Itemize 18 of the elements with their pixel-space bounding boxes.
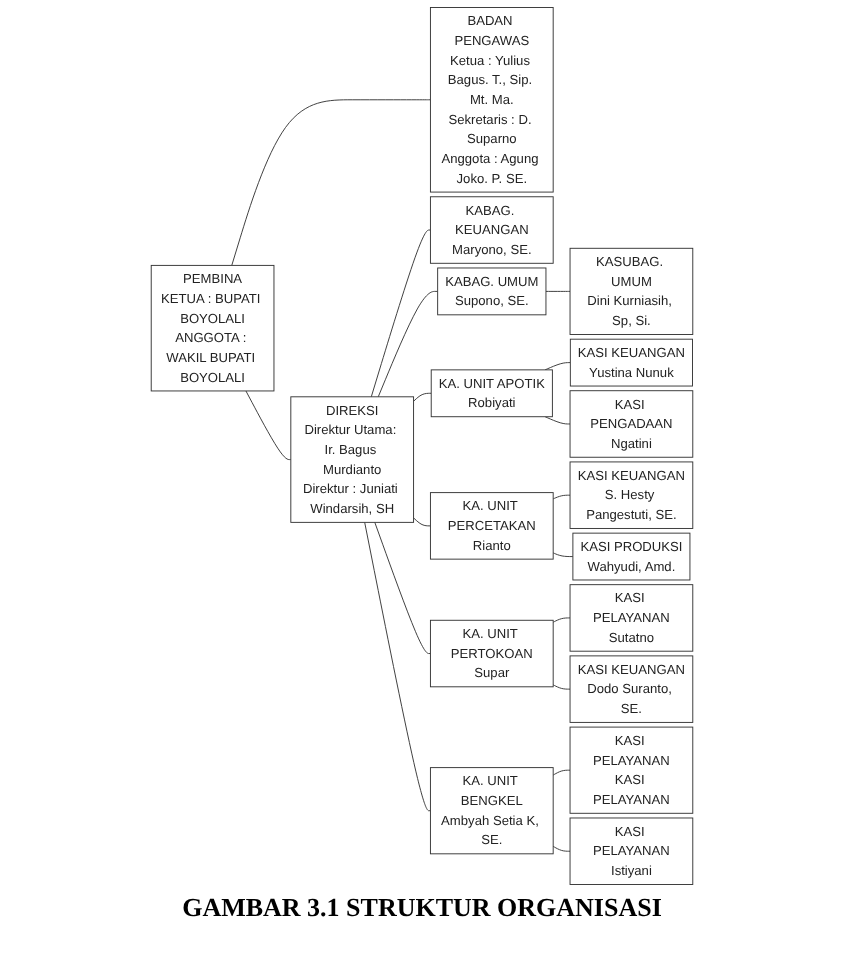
connector [552, 494, 571, 500]
connector [413, 392, 432, 402]
connector [377, 290, 439, 398]
connector [552, 684, 571, 690]
figure-caption: GAMBAR 3.1 STRUKTUR ORGANISASI [180, 892, 664, 924]
connector [245, 390, 292, 461]
connector [552, 769, 571, 776]
connector [231, 99, 431, 266]
connector [413, 517, 431, 527]
connector [552, 552, 574, 558]
connector [552, 617, 571, 623]
connector [544, 362, 571, 371]
connector [364, 521, 431, 812]
connector [552, 845, 571, 852]
connector [370, 229, 431, 398]
connector [545, 290, 571, 292]
connector [374, 521, 431, 654]
connector [544, 416, 571, 425]
